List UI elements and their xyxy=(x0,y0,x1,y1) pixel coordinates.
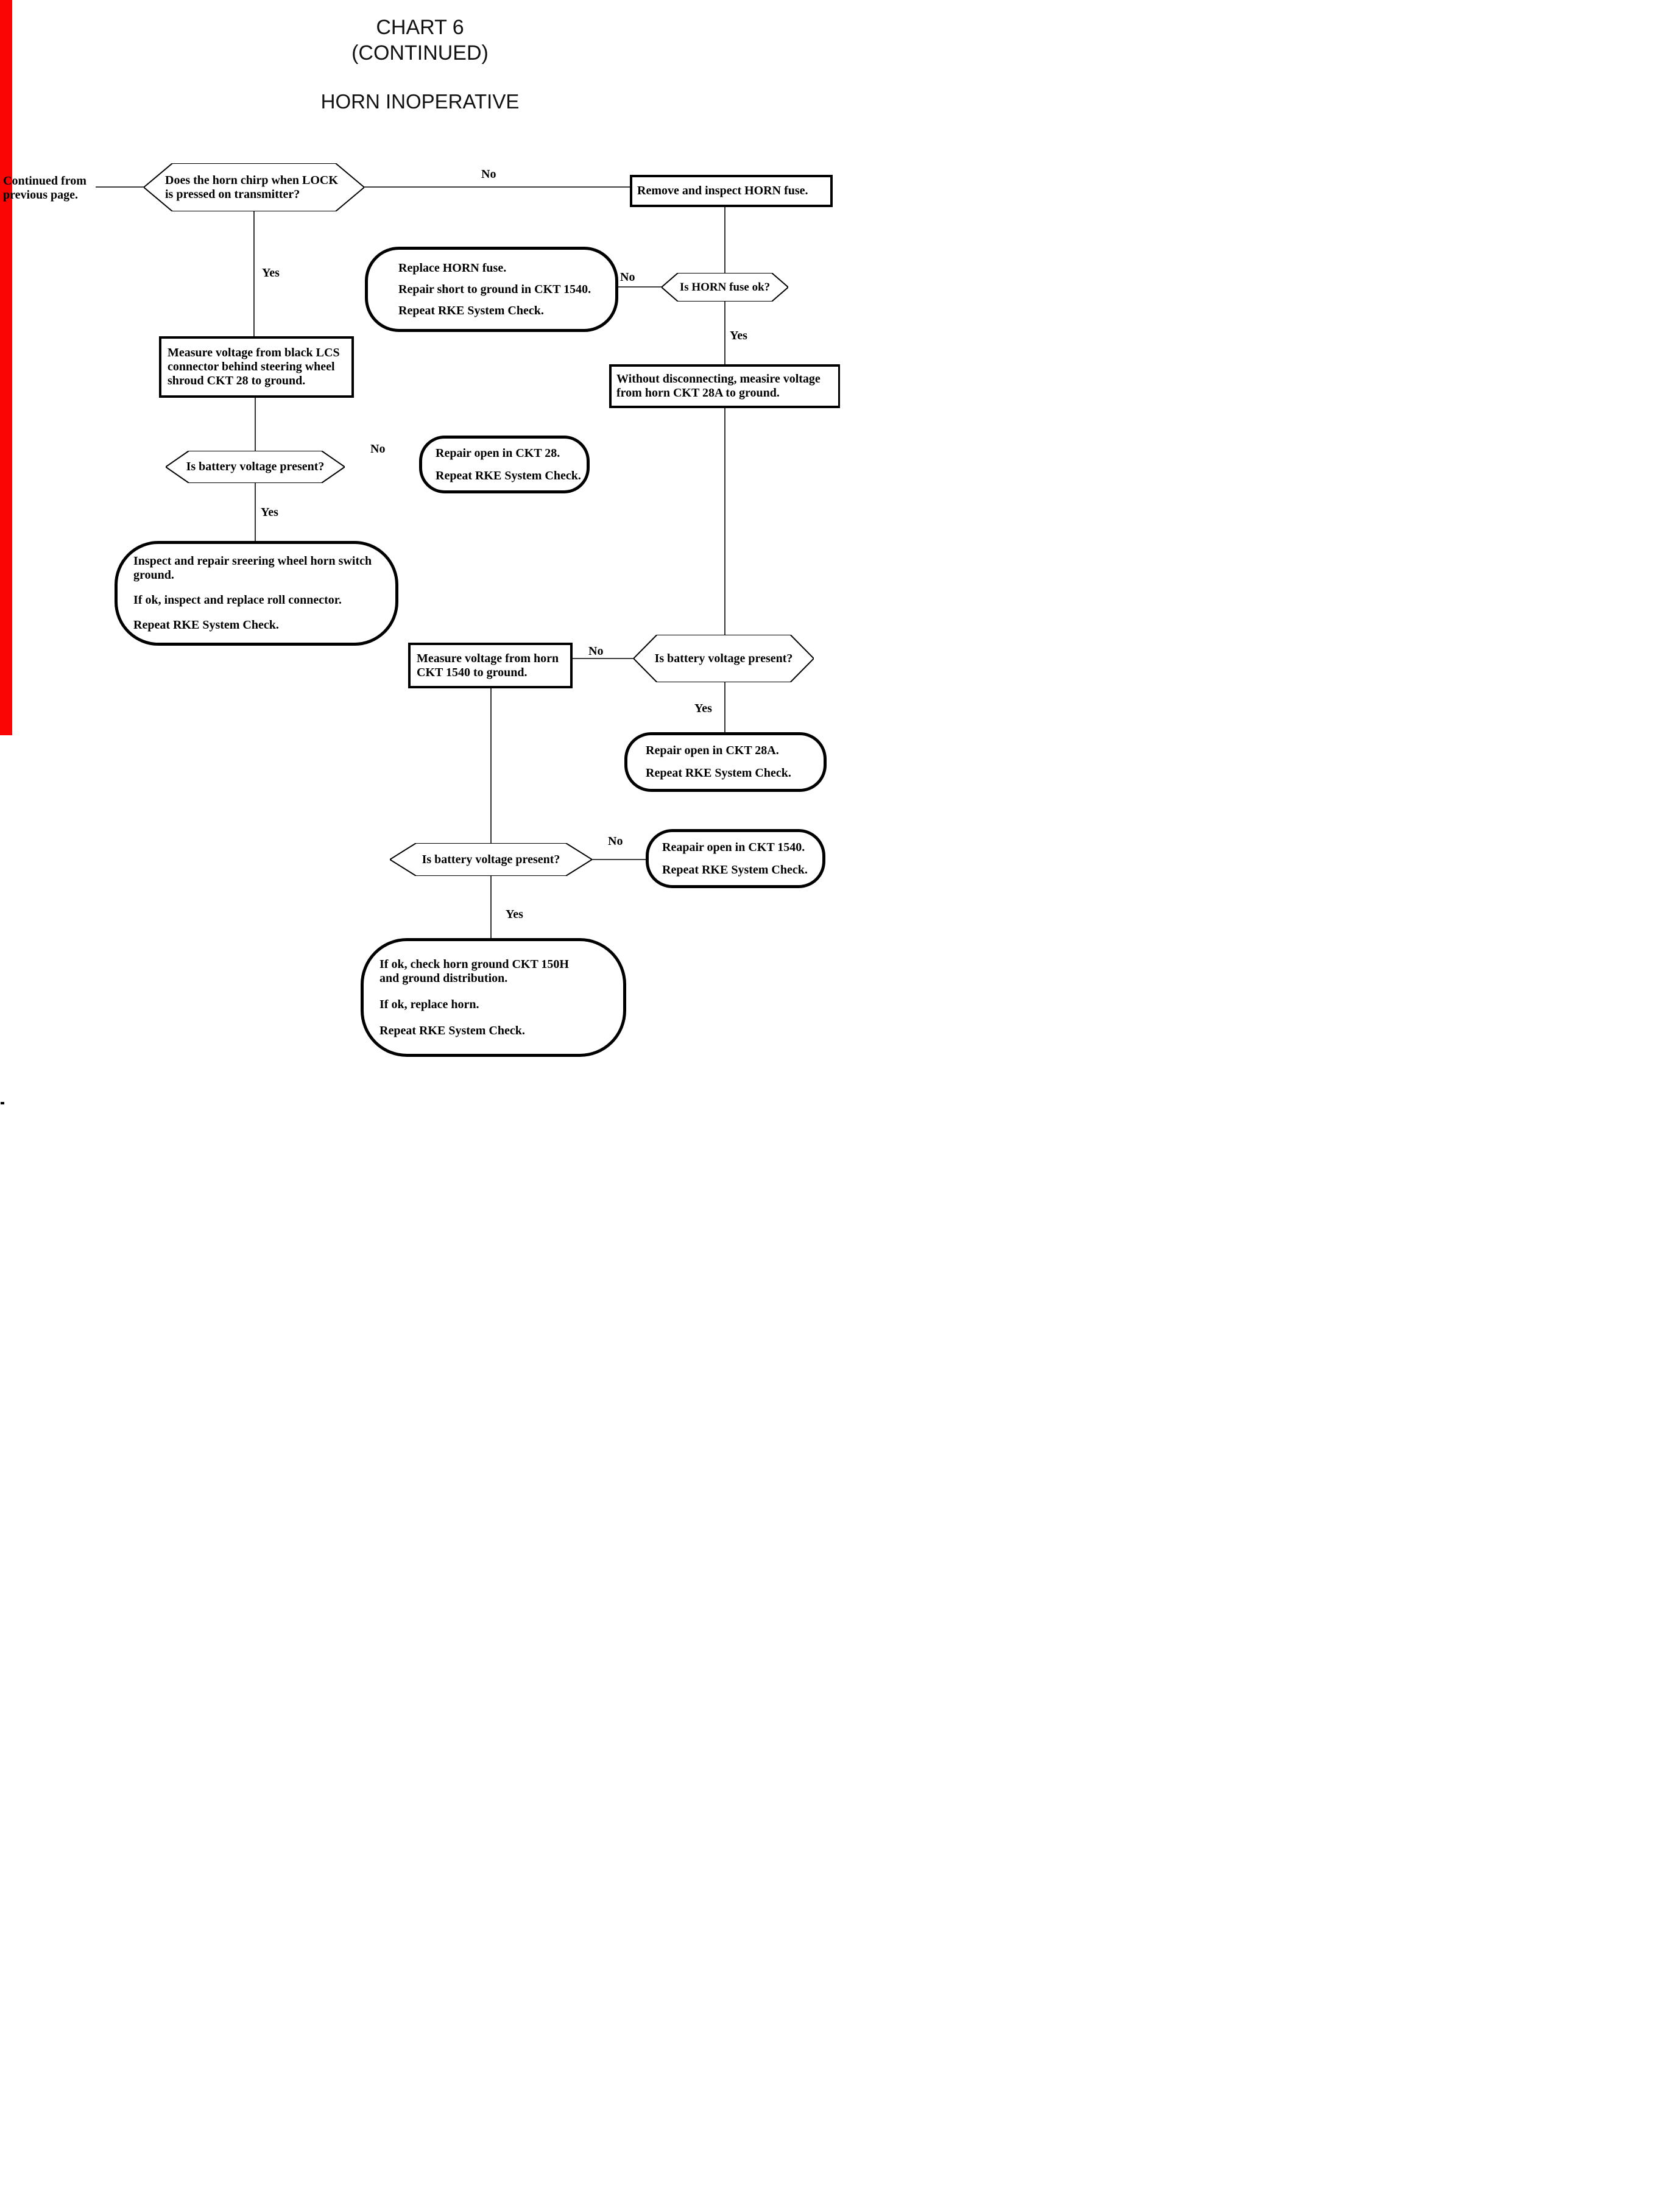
edge-label-no-battery-2: No xyxy=(588,644,604,658)
process-measure-1540-text: Measure voltage from horn CKT 1540 to gr… xyxy=(417,651,559,679)
hexagon-shape xyxy=(662,273,788,302)
edge-label-no-battery-1: No xyxy=(370,442,386,456)
hexagon-shape xyxy=(390,843,592,876)
terminal-repair-ckt28a-line1: Repair open in CKT 28A. xyxy=(646,744,779,757)
decision-horn-chirp-text: Does the horn chirp when LOCK is pressed… xyxy=(165,173,338,201)
page-subtitle: HORN INOPERATIVE xyxy=(320,90,520,113)
terminal-inspect-steering: Inspect and repair sreering wheel horn s… xyxy=(115,541,398,646)
edge-label-no-chirp: No xyxy=(481,168,496,181)
decision-battery-voltage-3: Is battery voltage present? xyxy=(390,843,592,876)
decision-battery-voltage-2: Is battery voltage present? xyxy=(634,635,814,682)
continued-note: Continued from previous page. xyxy=(3,174,86,202)
page-title: CHART 6 (CONTINUED) xyxy=(0,15,840,66)
decision-horn-chirp: Does the horn chirp when LOCK is pressed… xyxy=(144,163,364,211)
hexagon-shape xyxy=(634,635,814,682)
hexagon-shape xyxy=(144,163,364,211)
action-remove-fuse-text: Remove and inspect HORN fuse. xyxy=(637,184,808,197)
decision-battery-voltage-2-text: Is battery voltage present? xyxy=(654,651,793,665)
action-remove-fuse: Remove and inspect HORN fuse. xyxy=(630,175,833,207)
decision-fuse-ok-text: Is HORN fuse ok? xyxy=(679,281,771,294)
decision-fuse-ok: Is HORN fuse ok? xyxy=(662,273,788,302)
terminal-repair-ckt28-line1: Repair open in CKT 28. xyxy=(436,446,560,460)
terminal-replace-fuse-line2: Repair short to ground in CKT 1540. xyxy=(398,282,591,296)
decision-battery-voltage-1-text: Is battery voltage present? xyxy=(186,460,325,473)
process-measure-28a-text: Without disconnecting, measire voltage f… xyxy=(616,372,821,400)
terminal-check-ground: If ok, check horn ground CKT 150H and gr… xyxy=(361,938,626,1057)
terminal-check-ground-line3: Repeat RKE System Check. xyxy=(379,1023,525,1037)
edge-label-no-fuse-ok: No xyxy=(620,270,635,284)
decision-battery-voltage-3-text: Is battery voltage present? xyxy=(422,852,560,866)
process-measure-28a: Without disconnecting, measire voltage f… xyxy=(609,364,840,408)
edge-label-yes-battery-1: Yes xyxy=(261,506,278,519)
terminal-inspect-steering-line3: Repeat RKE System Check. xyxy=(133,618,279,632)
process-measure-1540: Measure voltage from horn CKT 1540 to gr… xyxy=(408,643,573,688)
terminal-repair-ckt28-line2: Repeat RKE System Check. xyxy=(436,468,581,482)
decision-battery-voltage-1: Is battery voltage present? xyxy=(166,451,345,483)
edge-label-yes-battery-3: Yes xyxy=(506,908,523,921)
edge-label-no-battery-3: No xyxy=(608,835,623,848)
flowchart-page: CHART 6 (CONTINUED) HORN INOPERATIVE Con… xyxy=(0,0,840,1105)
connector-lines xyxy=(96,186,725,938)
terminal-repair-ckt28a: Repair open in CKT 28A. Repeat RKE Syste… xyxy=(624,732,827,792)
edge-label-yes-chirp: Yes xyxy=(262,266,280,280)
process-measure-lcs: Measure voltage from black LCS connector… xyxy=(159,336,354,398)
red-scan-edge-bar xyxy=(0,0,12,735)
process-measure-lcs-text: Measure voltage from black LCS connector… xyxy=(168,346,340,387)
terminal-repair-ckt28: Repair open in CKT 28. Repeat RKE System… xyxy=(419,436,590,493)
scan-speck xyxy=(1,1102,4,1104)
terminal-inspect-steering-line2: If ok, inspect and replace roll connecto… xyxy=(133,593,342,607)
page-title-line2: (CONTINUED) xyxy=(351,41,489,65)
terminal-check-ground-line2: If ok, replace horn. xyxy=(379,997,479,1011)
terminal-replace-fuse-line3: Repeat RKE System Check. xyxy=(398,303,544,317)
terminal-replace-fuse-line1: Replace HORN fuse. xyxy=(398,261,507,275)
terminal-repair-ckt28a-line2: Repeat RKE System Check. xyxy=(646,766,791,780)
hexagon-shape xyxy=(166,451,345,483)
terminal-repair-ckt1540-line1: Reapair open in CKT 1540. xyxy=(662,840,805,854)
terminal-repair-ckt1540-line2: Repeat RKE System Check. xyxy=(662,863,808,877)
continued-note-line1: Continued from xyxy=(3,174,86,188)
continued-note-line2: previous page. xyxy=(3,188,78,202)
edge-label-yes-battery-2: Yes xyxy=(694,702,712,715)
terminal-repair-ckt1540: Reapair open in CKT 1540. Repeat RKE Sys… xyxy=(646,829,825,888)
edge-label-yes-fuse-ok: Yes xyxy=(730,329,747,342)
terminal-inspect-steering-line1: Inspect and repair sreering wheel horn s… xyxy=(133,554,372,582)
terminal-replace-fuse: Replace HORN fuse. Repair short to groun… xyxy=(365,247,618,332)
terminal-check-ground-line1: If ok, check horn ground CKT 150H and gr… xyxy=(379,957,569,985)
page-title-line1: CHART 6 xyxy=(376,16,464,39)
